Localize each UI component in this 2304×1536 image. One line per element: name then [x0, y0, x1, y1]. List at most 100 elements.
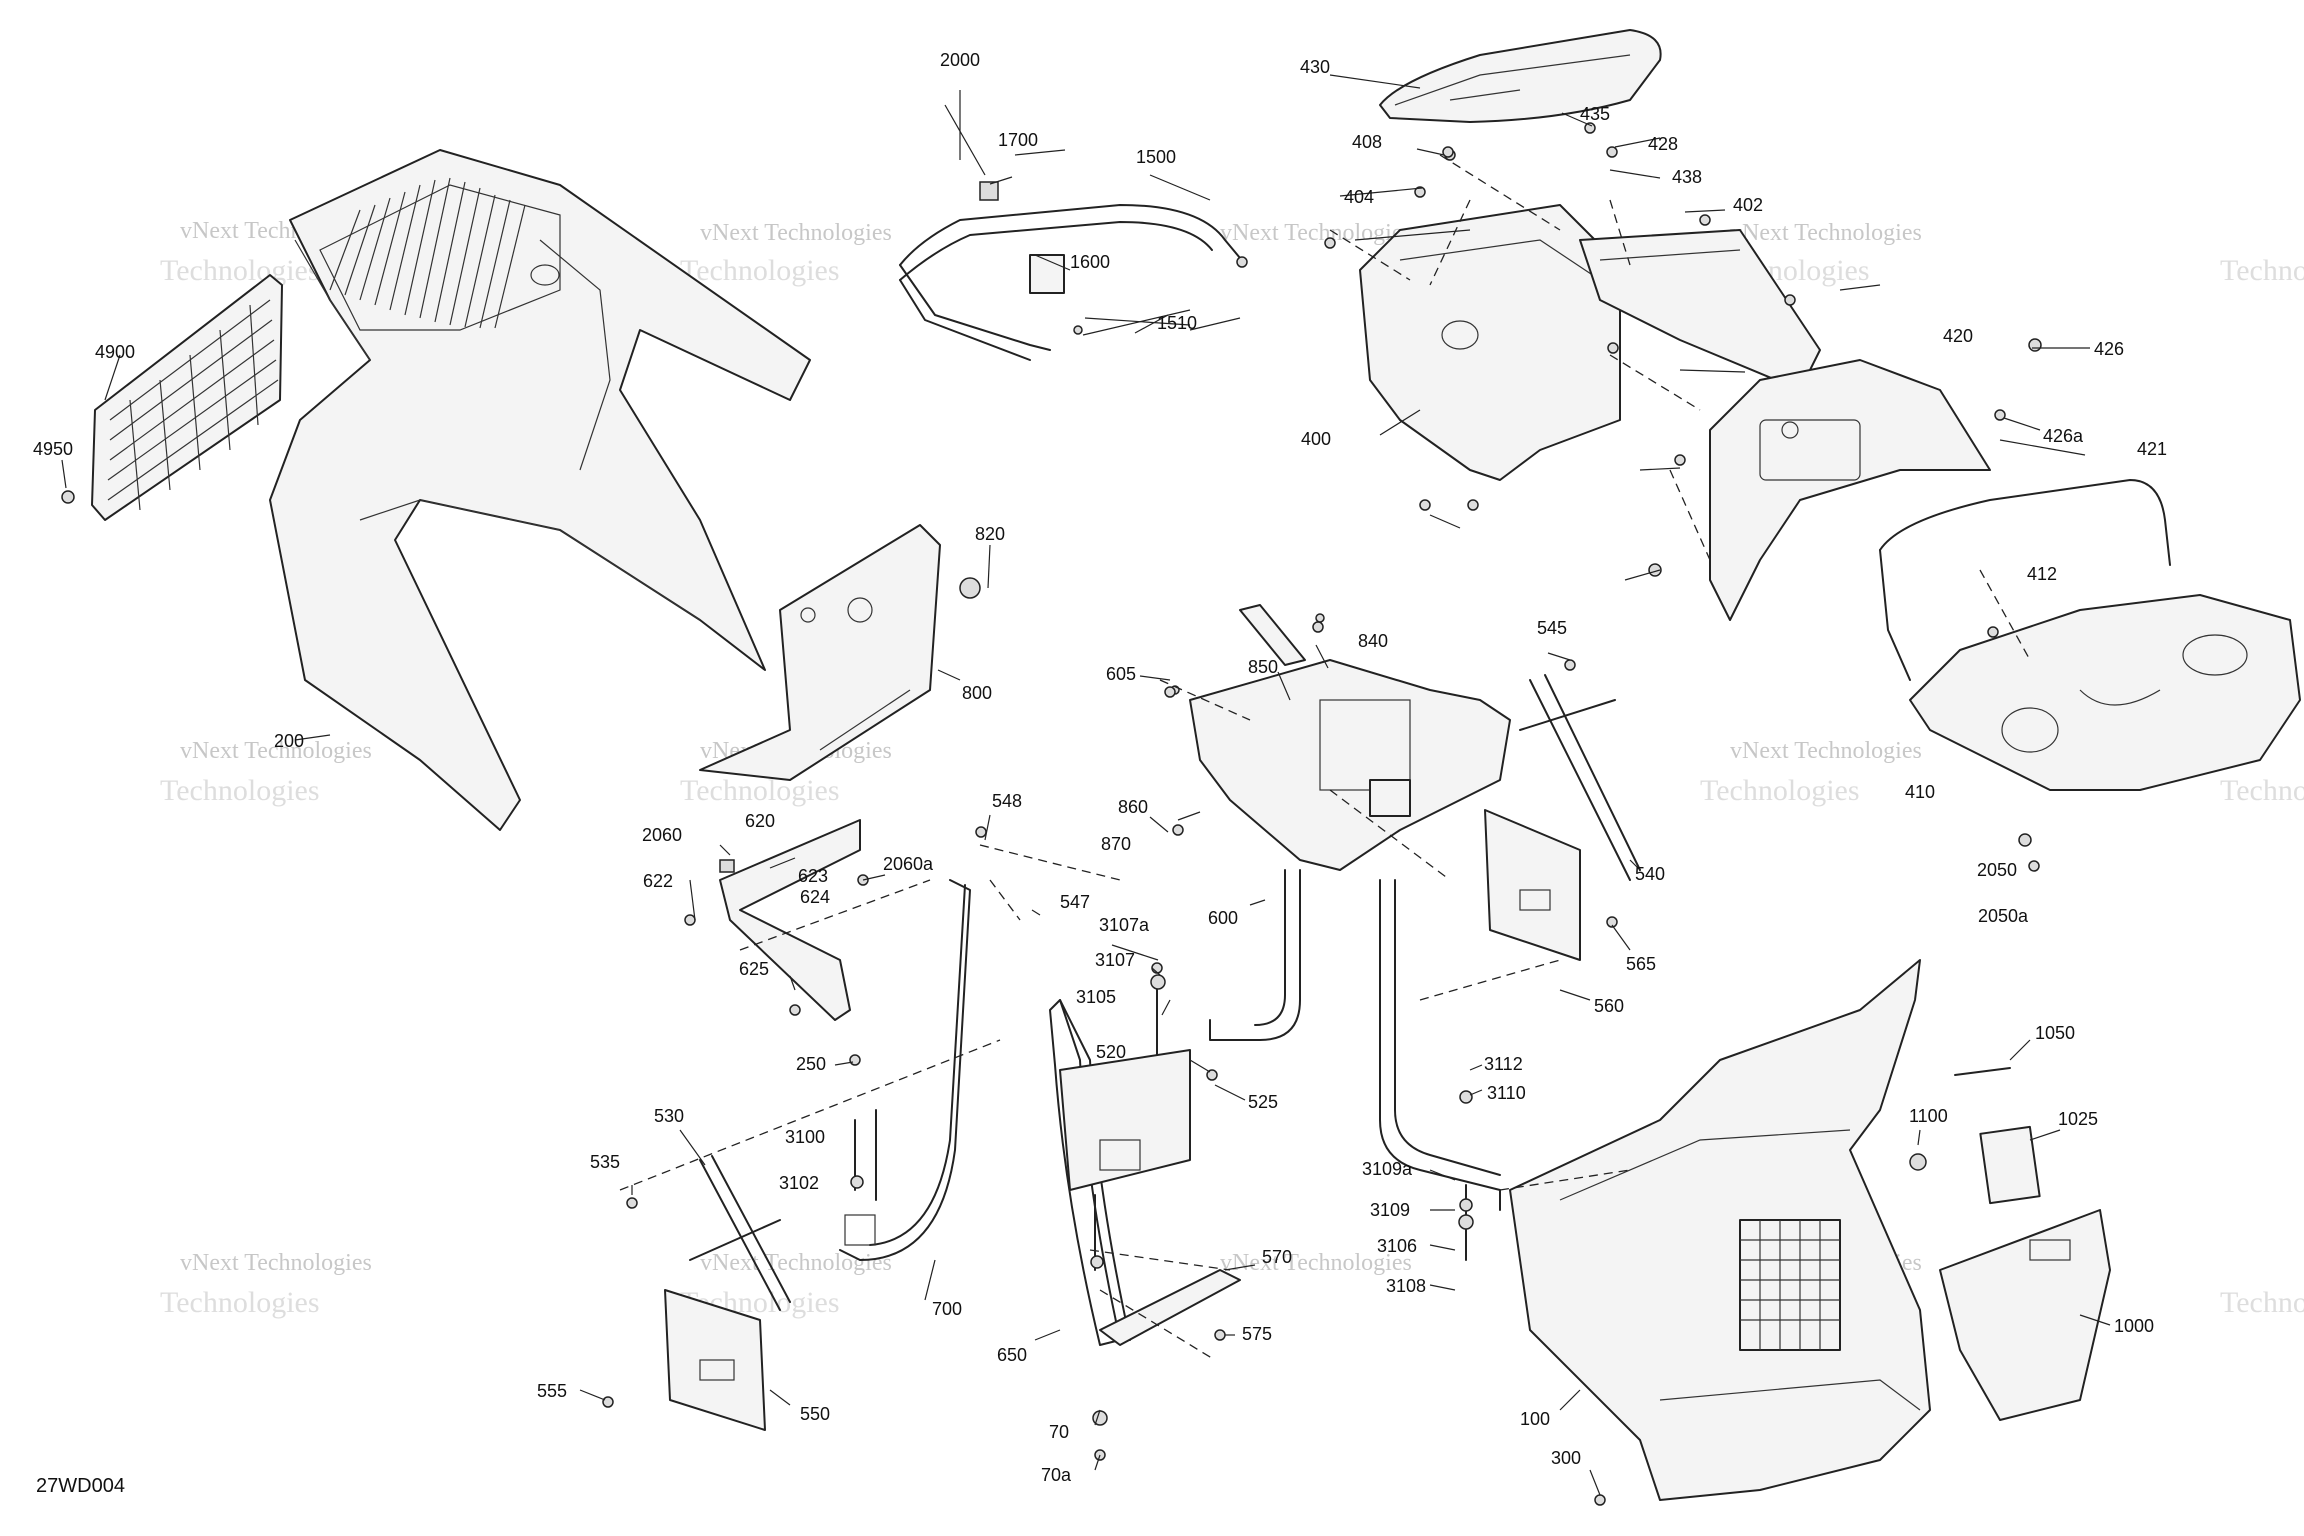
callout-label: 605 [1106, 664, 1136, 684]
callout-label: 555 [537, 1381, 567, 1401]
callout-label: 1600 [1070, 252, 1110, 272]
part-1500-handlebar [899, 104, 1248, 361]
part-400-storage-box [1359, 204, 1821, 481]
callout-label: 535 [590, 1152, 620, 1172]
callout-label: 2000 [940, 50, 980, 70]
watermark: Technologies [160, 254, 320, 287]
callout-label: 402 [1733, 195, 1763, 215]
part-420-panel [1709, 359, 1991, 621]
callout-label: 404 [1344, 187, 1374, 207]
watermark: vNext Technologies [180, 1250, 372, 1276]
callout-label: 1500 [1136, 147, 1176, 167]
callout-label: 520 [1096, 1042, 1126, 1062]
callout-label: 570 [1262, 1247, 1292, 1267]
part-421-trim-strip [1879, 479, 2171, 681]
callout-label: 565 [1626, 954, 1656, 974]
part-540-strut [1519, 674, 1641, 881]
callout-label: 3107a [1099, 915, 1150, 935]
watermark: vNext Technologies [700, 1250, 892, 1276]
callout-label: 870 [1101, 834, 1131, 854]
callout-label: 3106 [1377, 1236, 1417, 1256]
leader-lines [61, 74, 2111, 1496]
callout-label: 800 [962, 683, 992, 703]
callout-label: 3108 [1386, 1276, 1426, 1296]
part-550-plate [664, 1155, 791, 1431]
callout-label: 420 [1943, 326, 1973, 346]
callout-label: 70 [1049, 1422, 1069, 1442]
callout-label: 408 [1352, 132, 1382, 152]
watermark: Technologies [680, 774, 840, 807]
callout-label: 435 [1580, 104, 1610, 124]
callout-label: 426a [2043, 426, 2084, 446]
watermark: Technologies [680, 254, 840, 287]
callout-label: 400 [1301, 429, 1331, 449]
callout-label: 560 [1594, 996, 1624, 1016]
callouts: 2000 1700 1500 1600 1510 430 408 435 428… [33, 50, 2167, 1485]
callout-label: 540 [1635, 864, 1665, 884]
callout-label: 426 [2094, 339, 2124, 359]
part-520-plate [1059, 1049, 1191, 1191]
watermark: Technologies [1700, 774, 1860, 807]
callout-label: 548 [992, 791, 1022, 811]
callout-label: 600 [1208, 908, 1238, 928]
part-570-bracket [1099, 1269, 1241, 1346]
callout-label: 70a [1041, 1465, 1072, 1485]
callout-label: 1700 [998, 130, 1038, 150]
part-200-front-fascia [269, 149, 811, 831]
callout-label: 3100 [785, 1127, 825, 1147]
watermark: Technologies [160, 774, 320, 807]
callout-label: 3110 [1487, 1083, 1526, 1103]
watermark: vNext Technologies [1220, 220, 1412, 246]
part-100-lower-panel [1509, 959, 1931, 1501]
callout-label: 1050 [2035, 1023, 2075, 1043]
callout-label: 3109a [1362, 1159, 1413, 1179]
callout-label: 3102 [779, 1173, 819, 1193]
callout-label: 2060a [883, 854, 934, 874]
callout-label: 530 [654, 1106, 684, 1126]
callout-label: 840 [1358, 631, 1388, 651]
watermark: vNext Technologies [180, 738, 372, 764]
callout-label: 850 [1248, 657, 1278, 677]
callout-label: 1100 [1909, 1106, 1948, 1126]
watermark: Technologies [2220, 774, 2304, 807]
part-800-bracket [699, 524, 981, 781]
watermark: vNext Technologies [700, 220, 892, 246]
callout-label: 412 [2027, 564, 2057, 584]
callout-label: 820 [975, 524, 1005, 544]
watermark: vNext Technologies [1730, 738, 1922, 764]
callout-label: 2050a [1978, 906, 2029, 926]
callout-label: 545 [1537, 618, 1567, 638]
callout-label: 100 [1520, 1409, 1550, 1429]
callout-label: 428 [1648, 134, 1678, 154]
callout-label: 438 [1672, 167, 1702, 187]
hardware [602, 122, 2042, 1506]
callout-label: 622 [643, 871, 673, 891]
callout-label: 620 [745, 811, 775, 831]
callout-label: 1000 [2114, 1316, 2154, 1336]
part-410-rear-fender [1909, 594, 2301, 791]
part-4900-grille [61, 274, 283, 521]
callout-label: 2060 [642, 825, 682, 845]
callout-label: 1025 [2058, 1109, 2098, 1129]
callout-label: 575 [1242, 1324, 1272, 1344]
callout-label: 421 [2137, 439, 2167, 459]
part-700-left-rail [839, 879, 971, 1261]
callout-label: 200 [274, 731, 304, 751]
part-600-mount [1170, 604, 1511, 871]
callout-label: 3107 [1095, 950, 1135, 970]
watermark: vNext Technologies [1730, 220, 1922, 246]
callout-label: 525 [1248, 1092, 1278, 1112]
part-430-seat-cover [1379, 29, 1662, 123]
callout-label: 2050 [1977, 860, 2017, 880]
callout-label: 3109 [1370, 1200, 1410, 1220]
callout-label: 4950 [33, 439, 73, 459]
callout-label: 623 [798, 866, 828, 886]
callout-label: 547 [1060, 892, 1090, 912]
callout-label: 3112 [1484, 1054, 1523, 1074]
callout-label: 430 [1300, 57, 1330, 77]
watermark: Technologies [2220, 1286, 2304, 1319]
callout-label: 625 [739, 959, 769, 979]
callout-label: 4900 [95, 342, 135, 362]
callout-label: 300 [1551, 1448, 1581, 1468]
